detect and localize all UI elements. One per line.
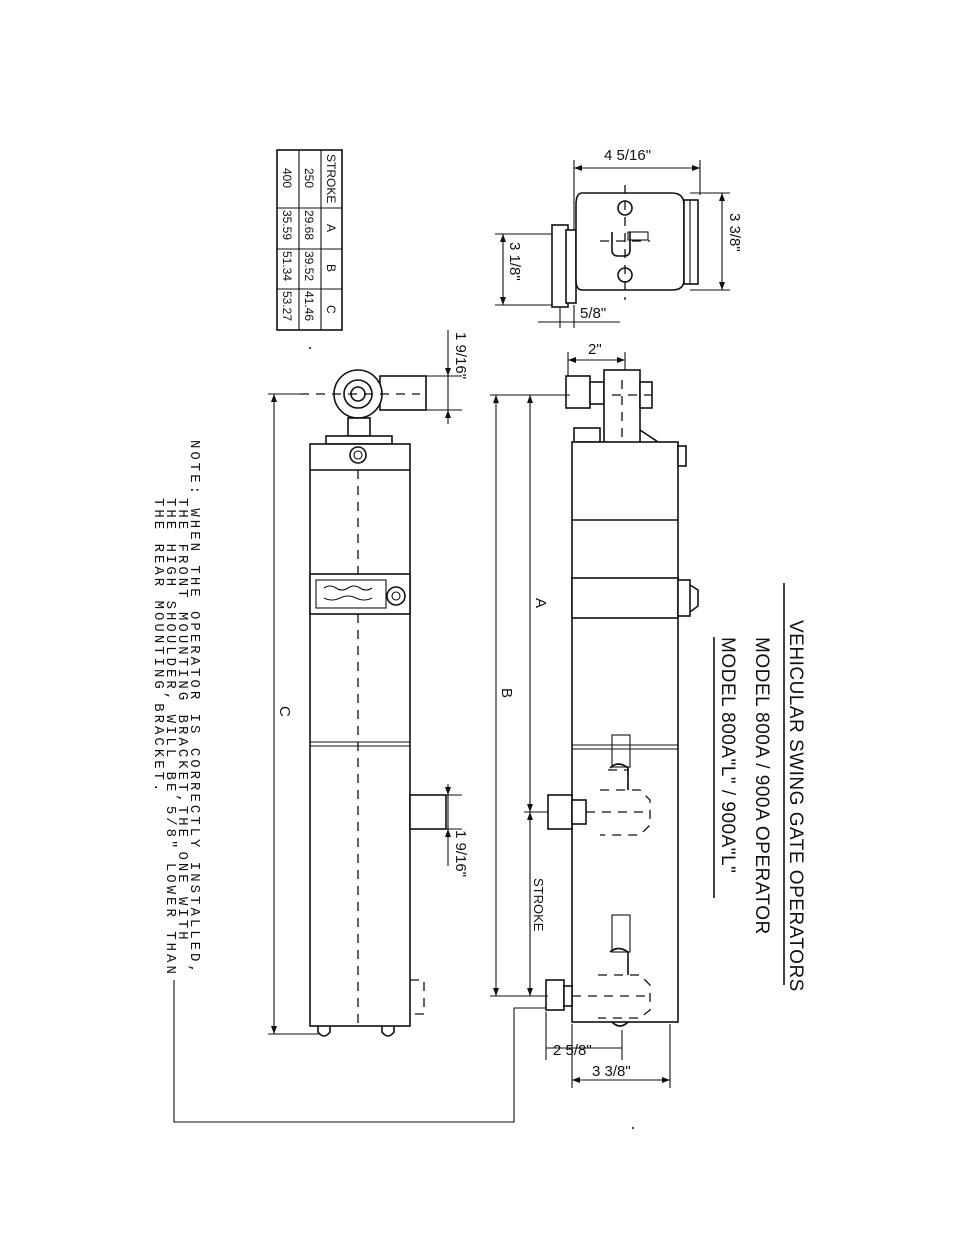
dim-end-width: 4 5/16" xyxy=(604,147,651,164)
table-row-2-b: 51.34 xyxy=(280,251,294,281)
title-line-2: MODEL 800A / 900A OPERATOR xyxy=(751,637,772,935)
note-line-3: THE HIGH SHOULDER, WILL BE 5/8" LOWER TH… xyxy=(162,498,178,977)
table-row-2-a: 35.59 xyxy=(280,210,294,240)
dim-shoulder-top: 1 9/16" xyxy=(452,332,469,379)
label-stroke: STROKE xyxy=(531,878,546,932)
table-header-c: C xyxy=(324,305,338,314)
table-header-b: B xyxy=(324,264,338,272)
dim-end-mount: 3 1/8" xyxy=(506,242,523,281)
note-line-4: THE REAR MOUNTING BRACKET. xyxy=(150,498,166,794)
dim-end-offset: 5/8" xyxy=(580,305,606,322)
note-line-2: THE FRONT MOUNTING BRACKET,THE ONE WITH xyxy=(174,498,190,943)
note-line-1: NOTE: WHEN THE OPERATOR IS CORRECTLY INS… xyxy=(186,440,202,976)
table-header-a: A xyxy=(324,224,338,232)
title-line-3: MODEL 800A"L" / 900A"L" xyxy=(717,637,738,873)
label-a: A xyxy=(532,598,549,608)
installation-note: NOTE: WHEN THE OPERATOR IS CORRECTLY INS… xyxy=(150,440,546,1123)
end-view: 4 5/16" 3 3/8" 3 1/8" 5/8" xyxy=(495,147,743,328)
dim-shoulder-bottom: 1 9/16" xyxy=(452,830,469,877)
table-row-1-b: 39.52 xyxy=(302,251,316,281)
side-view-right: 2" xyxy=(490,341,699,1088)
label-b: B xyxy=(498,688,515,698)
title-block: VEHICULAR SWING GATE OPERATORS MODEL 800… xyxy=(713,583,806,992)
dim-body-height: 3 3/8" xyxy=(592,1063,631,1080)
side-view-left: 1 9/16" 1 9/16" xyxy=(268,330,469,1037)
title-line-1: VEHICULAR SWING GATE OPERATORS xyxy=(785,620,806,992)
table-row-1-c: 41.46 xyxy=(302,291,316,321)
table-row-1-stroke: 250 xyxy=(302,168,316,188)
table-header-stroke: STROKE xyxy=(324,154,338,203)
stroke-table: STROKE A B C 250 29.68 39.52 41.46 400 3… xyxy=(276,149,343,331)
table-row-1-a: 29.68 xyxy=(302,210,316,240)
table-row-2-c: 53.27 xyxy=(280,291,294,321)
label-c: C xyxy=(276,706,293,717)
table-row-2-stroke: 400 xyxy=(280,168,294,188)
dim-end-height: 3 3/8" xyxy=(726,213,743,252)
dim-front-bracket: 2" xyxy=(588,341,602,358)
